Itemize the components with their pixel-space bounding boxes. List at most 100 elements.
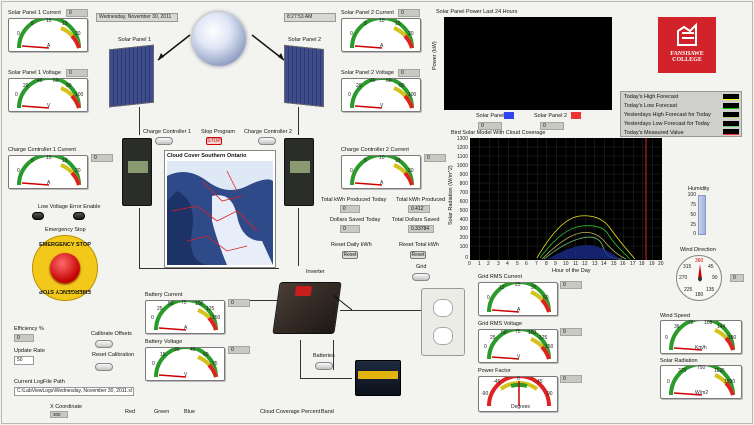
tick: 0 xyxy=(348,92,351,98)
tick: 20 xyxy=(75,168,81,174)
tick: 45 xyxy=(708,264,714,270)
power-plot-title: Solar Panel Power Last 24 Hours xyxy=(436,9,518,15)
solar-panel-1-image xyxy=(109,44,154,108)
humidity-bar xyxy=(698,195,706,235)
xtick: 16 xyxy=(620,261,626,267)
gauge-arc xyxy=(487,330,551,360)
tick: 100 xyxy=(195,301,204,307)
charge2-toggle[interactable] xyxy=(258,137,276,145)
ytick: 1200 xyxy=(456,145,468,151)
legend-item: Today's High Forecast xyxy=(624,94,679,100)
power-legend-2: Solar Panel 2 xyxy=(534,113,568,119)
battery-device xyxy=(355,360,401,396)
emergency-bottom-text: EMERGENCY STOP xyxy=(39,288,91,294)
solar1-voltage-gauge: 0 20 40 60 80 100 V xyxy=(8,78,88,112)
tick: 60 xyxy=(203,352,209,358)
bird-plot-area[interactable] xyxy=(470,138,662,260)
tick: 180 xyxy=(695,292,704,298)
legend-swatch xyxy=(723,112,739,118)
battery-voltage-value: 0 xyxy=(228,346,250,354)
tick: 1125 xyxy=(714,368,725,374)
battery-voltage-gauge: 0 15 30 45 60 75 V xyxy=(145,347,225,381)
bird-plot-xlabel: Hour of the Day xyxy=(552,268,591,274)
efficiency-label: Efficiency % xyxy=(14,326,44,332)
gauge-arc xyxy=(154,348,218,378)
low-voltage-toggle-2[interactable] xyxy=(73,212,85,220)
tick: 50 xyxy=(501,330,507,336)
tick: 100 xyxy=(75,92,84,98)
solar2-voltage-gauge: 0 20 40 60 80 100 V xyxy=(341,78,421,112)
xtick: 0 xyxy=(468,261,471,267)
tick: 0 xyxy=(693,231,696,237)
reset-calibration-toggle[interactable] xyxy=(95,363,113,371)
map-title: Cloud Cover Southern Ontario xyxy=(167,153,247,159)
unit: V xyxy=(380,103,384,109)
grid-rms-current-label: Grid RMS Current xyxy=(478,274,523,280)
wind-speed-gauge: 0 36 72 108 144 180 Km/h xyxy=(660,320,742,354)
ytick: 600 xyxy=(459,199,468,205)
power-factor-value: 0 xyxy=(560,375,582,383)
logfile-path-input[interactable]: C:\LabViewLogs\Wednesday, November 30, 2… xyxy=(14,387,134,396)
tick: 37 xyxy=(531,285,537,291)
charge1-toggle[interactable] xyxy=(155,137,173,145)
date-display: Wednesday, November 30, 2011 xyxy=(96,13,178,22)
reset-daily-label: Reset Daily kWh xyxy=(331,242,372,248)
reset-daily-button[interactable]: Reset xyxy=(342,251,358,259)
tick: 75 xyxy=(181,300,187,306)
tick: 60 xyxy=(53,78,59,84)
tick: 5 xyxy=(364,158,367,164)
solar1-current-value: 0 xyxy=(66,9,88,17)
emergency-stop-button[interactable]: EMERGENCY STOP EMERGENCY STOP xyxy=(32,235,98,301)
xtick: 9 xyxy=(554,261,557,267)
low-voltage-toggle[interactable] xyxy=(32,212,44,220)
stop-button[interactable]: STOP xyxy=(206,137,222,145)
charge2-label: Charge Controller 2 xyxy=(244,129,292,135)
tick: 135 xyxy=(706,287,715,293)
grid-rms-voltage-gauge: 0 25 50 75 100 125 150 V xyxy=(478,329,558,363)
tick: -90 xyxy=(481,391,489,397)
xtick: 5 xyxy=(516,261,519,267)
x-coordinate-value[interactable]: 300 xyxy=(50,411,68,418)
tick: 45 xyxy=(537,379,543,385)
xtick: 8 xyxy=(545,261,548,267)
tick: 25 xyxy=(515,282,521,288)
tick: 15 xyxy=(395,158,401,164)
reset-calibration-label: Reset Calibration xyxy=(92,352,135,358)
outlet-socket xyxy=(433,299,453,317)
tick: 40 xyxy=(370,78,376,84)
grid-rms-current-value: 0 xyxy=(560,281,582,289)
grid-label: Grid xyxy=(416,264,427,270)
tick: 80 xyxy=(66,83,72,89)
gauge-arc xyxy=(17,156,81,186)
legend-swatch xyxy=(723,121,739,127)
batteries-toggle[interactable] xyxy=(315,362,333,370)
battery-current-value: 0 xyxy=(228,299,250,307)
logo-mark-icon xyxy=(677,22,697,46)
humidity-label: Humidity xyxy=(688,186,710,192)
reset-total-button[interactable]: Reset xyxy=(410,251,426,259)
update-rate-input[interactable]: 50 xyxy=(14,356,34,365)
humidity-ticks: 100 75 50 25 0 xyxy=(684,192,696,237)
tick: 15 xyxy=(395,21,401,27)
calibrate-offsets-toggle[interactable] xyxy=(95,340,113,348)
ytick: 800 xyxy=(459,181,468,187)
gauge-arc xyxy=(350,19,414,49)
grid-rms-voltage-label: Grid RMS Voltage xyxy=(478,321,523,327)
sun-rays-arrows xyxy=(157,34,285,61)
power-value-2: 0 xyxy=(540,122,564,130)
xtick: 17 xyxy=(630,261,636,267)
inverter-terminal xyxy=(294,286,313,296)
wire xyxy=(298,208,299,266)
grid-toggle[interactable] xyxy=(412,273,430,281)
tick: 15 xyxy=(62,21,68,27)
charge2-current-gauge: 0 5 10 15 20 A xyxy=(341,155,421,189)
tick: 144 xyxy=(717,324,726,330)
grid-rms-current-gauge: 0 12 25 37 50 A xyxy=(478,282,558,316)
wire xyxy=(300,378,352,379)
ytick: 0 xyxy=(465,255,468,261)
tick: 150 xyxy=(212,315,221,321)
power-plot-area[interactable] xyxy=(444,17,612,110)
tick: 0 xyxy=(15,92,18,98)
tick: 50 xyxy=(690,212,696,218)
power-factor-gauge: -90 -45 0 45 90 Degrees xyxy=(478,376,558,412)
